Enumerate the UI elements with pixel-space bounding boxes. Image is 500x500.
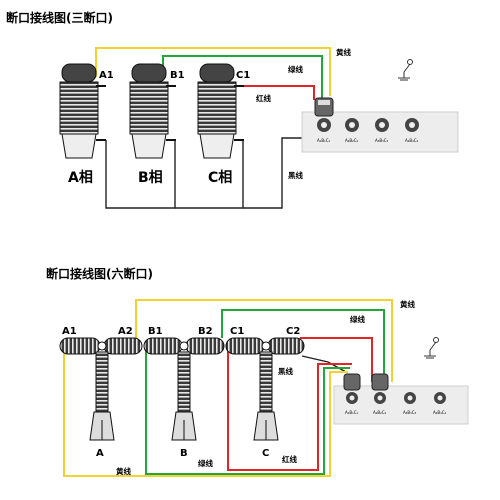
diagram1-terminal-b1: B1 xyxy=(170,70,185,81)
diagram2-horizontal-insulators xyxy=(59,337,305,355)
diagram1-socket-3 xyxy=(375,118,389,132)
diagram2-red-bottom-wire xyxy=(227,346,352,471)
diagram2-instrument-panel: A₁B₁C₁ A₂B₂C₂ A₃B₃C₃ A₄B₄C₄ xyxy=(333,373,469,425)
diagram2-port-label-4: A₄B₄C₄ xyxy=(433,410,446,415)
diagram1-yellow-wire xyxy=(95,47,331,96)
diagram1-title: 断口接线图(三断口) xyxy=(6,10,113,25)
diagram1-phase-a: A相 xyxy=(68,169,93,186)
diagram2-red-top-wire xyxy=(300,337,373,382)
diagram1-label-yellow: 黄线 xyxy=(336,47,351,57)
diagram1-black-wire xyxy=(105,140,176,209)
diagram-three-break: 断口接线图(三断口) xyxy=(6,10,459,209)
diagram2-port-label-2: A₂B₂C₂ xyxy=(373,410,386,415)
diagram2-socket-1 xyxy=(346,392,358,404)
diagram2-socket-4 xyxy=(434,392,446,404)
diagram2-terminal-a2: A2 xyxy=(118,326,133,337)
breaker-a xyxy=(59,63,106,159)
diagram2-phase-c: C xyxy=(262,448,269,459)
diagram2-green-bottom-wire xyxy=(145,346,350,475)
diagram1-label-red: 红线 xyxy=(256,93,271,103)
diagram2-socket-3 xyxy=(404,392,416,404)
diagram1-port-label-4: A₄B₄C₄ xyxy=(405,138,418,143)
diagram1-socket-4 xyxy=(405,118,419,132)
diagram2-label-black: 黑线 xyxy=(278,366,293,376)
diagram2-green-top-wire xyxy=(221,309,385,382)
diagram1-label-green: 绿线 xyxy=(288,64,303,74)
diagram2-wires xyxy=(63,299,393,477)
diagram2-socket-2 xyxy=(374,392,386,404)
diagram1-phase-c: C相 xyxy=(208,169,232,186)
diagram2-terminal-c2: C2 xyxy=(286,326,300,337)
diagram2-title: 断口接线图(六断口) xyxy=(46,266,153,281)
diagram1-port-label-3: A₃B₃C₃ xyxy=(375,138,388,143)
diagram1-red-wire xyxy=(232,85,315,100)
diagram1-instrument-panel: A₁B₁C₁ A₂B₂C₂ A₃B₃C₃ A₄B₄C₄ xyxy=(301,97,459,153)
diagram2-terminal-b2: B2 xyxy=(198,326,213,337)
diagram1-phase-b: B相 xyxy=(138,169,163,186)
diagram2-port-label-1: A₁B₁C₁ xyxy=(345,410,358,415)
diagram-six-break: 断口接线图(六断口) xyxy=(46,266,469,477)
ground-icon xyxy=(424,337,439,359)
diagram2-label-yellow-bottom: 黄线 xyxy=(116,466,131,476)
diagram2-column-b xyxy=(171,351,197,441)
diagram1-port-label-1: A₁B₁C₁ xyxy=(317,138,330,143)
breaker-c xyxy=(197,63,244,159)
diagram2-terminal-a1: A1 xyxy=(62,326,77,337)
diagram2-column-a xyxy=(89,351,115,441)
diagram1-socket-1 xyxy=(317,118,331,132)
diagram1-socket-2 xyxy=(345,118,359,132)
diagram2-phase-a: A xyxy=(96,448,104,459)
diagram1-terminal-a1: A1 xyxy=(99,70,114,81)
diagram2-terminal-b1: B1 xyxy=(148,326,163,337)
diagram2-label-yellow-top: 黄线 xyxy=(400,299,415,309)
diagram2-phase-b: B xyxy=(180,448,188,459)
ground-icon xyxy=(398,59,413,81)
diagram2-column-c xyxy=(253,351,279,441)
diagram2-yellow-top-wire xyxy=(135,299,393,382)
diagram2-label-green-bottom: 绿线 xyxy=(198,458,213,468)
diagram1-terminal-c1: C1 xyxy=(236,70,250,81)
diagram2-yellow-bottom-wire xyxy=(63,346,348,477)
diagram2-terminal-c1: C1 xyxy=(230,326,244,337)
diagram2-label-red-bottom: 红线 xyxy=(282,454,297,464)
diagram2-label-green-top: 绿线 xyxy=(350,314,365,324)
diagram1-label-black: 黑线 xyxy=(288,170,303,180)
breaker-b xyxy=(129,63,176,159)
diagram2-port-label-3: A₃B₃C₃ xyxy=(403,410,416,415)
diagram1-port-label-2: A₂B₂C₂ xyxy=(345,138,358,143)
